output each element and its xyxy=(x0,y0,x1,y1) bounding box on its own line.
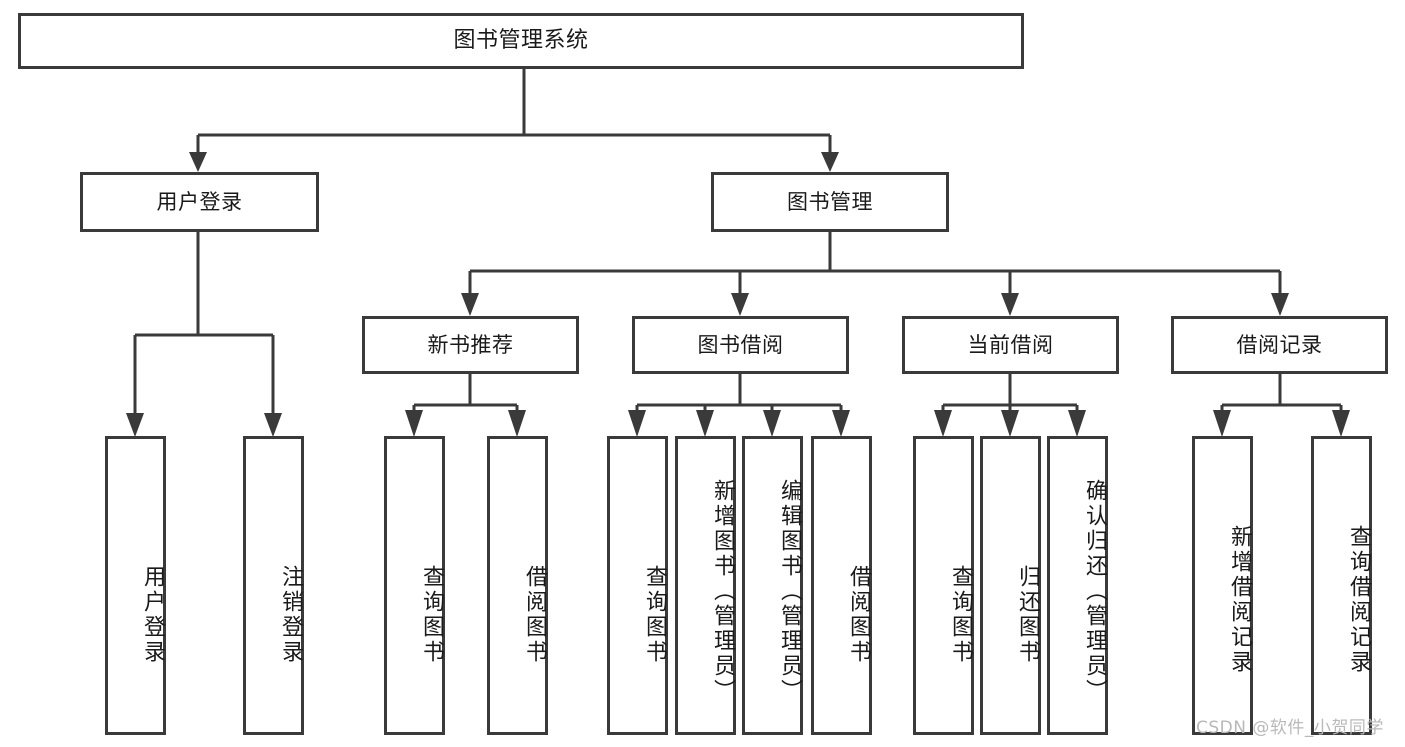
node-borrow-record[interactable] xyxy=(1171,316,1388,374)
arrow-leaf-query-book-1 xyxy=(405,410,423,437)
arrow-leaf-query-book-3 xyxy=(934,410,952,437)
arrow-current-borrow xyxy=(1001,293,1019,316)
arrow-leaf-confirm-return xyxy=(1068,410,1086,437)
node-leaf-query-record[interactable] xyxy=(1311,436,1372,735)
node-root-book-management-system[interactable] xyxy=(18,13,1024,69)
arrow-leaf-add-record xyxy=(1213,410,1231,437)
node-book-management[interactable] xyxy=(711,172,949,232)
arrow-leaf-user-login xyxy=(126,413,144,437)
arrow-leaf-return-book xyxy=(1001,410,1019,437)
node-leaf-return-book[interactable] xyxy=(980,436,1041,735)
node-leaf-query-book-3[interactable] xyxy=(913,436,974,735)
node-leaf-user-login[interactable] xyxy=(105,436,166,735)
arrow-leaf-borrow-book-2 xyxy=(832,410,850,437)
node-leaf-query-book-2[interactable] xyxy=(607,436,668,735)
arrow-borrow-record xyxy=(1271,293,1289,316)
arrow-new-book-recommend xyxy=(461,293,479,316)
node-leaf-borrow-book-2[interactable] xyxy=(811,436,872,735)
node-user-login[interactable] xyxy=(80,172,319,232)
node-new-book-recommend[interactable] xyxy=(362,316,579,374)
node-book-borrow[interactable] xyxy=(632,316,849,374)
arrow-leaf-edit-book xyxy=(763,410,781,437)
arrow-leaf-borrow-book-1 xyxy=(508,410,526,437)
arrow-leaf-logout-login xyxy=(264,413,282,437)
arrow-user-login xyxy=(189,152,207,172)
arrow-book-management xyxy=(821,152,839,172)
node-leaf-add-book[interactable] xyxy=(675,436,736,735)
arrow-leaf-query-record xyxy=(1332,410,1350,437)
node-leaf-query-book-1[interactable] xyxy=(384,436,445,735)
arrow-leaf-add-book xyxy=(696,410,714,437)
node-leaf-borrow-book-1[interactable] xyxy=(487,436,548,735)
node-leaf-add-record[interactable] xyxy=(1192,436,1253,735)
node-current-borrow[interactable] xyxy=(902,316,1119,374)
arrow-leaf-query-book-2 xyxy=(628,410,646,437)
node-leaf-confirm-return[interactable] xyxy=(1047,436,1108,735)
node-leaf-logout-login[interactable] xyxy=(243,436,304,735)
arrow-book-borrow xyxy=(731,293,749,316)
node-leaf-edit-book[interactable] xyxy=(742,436,803,735)
